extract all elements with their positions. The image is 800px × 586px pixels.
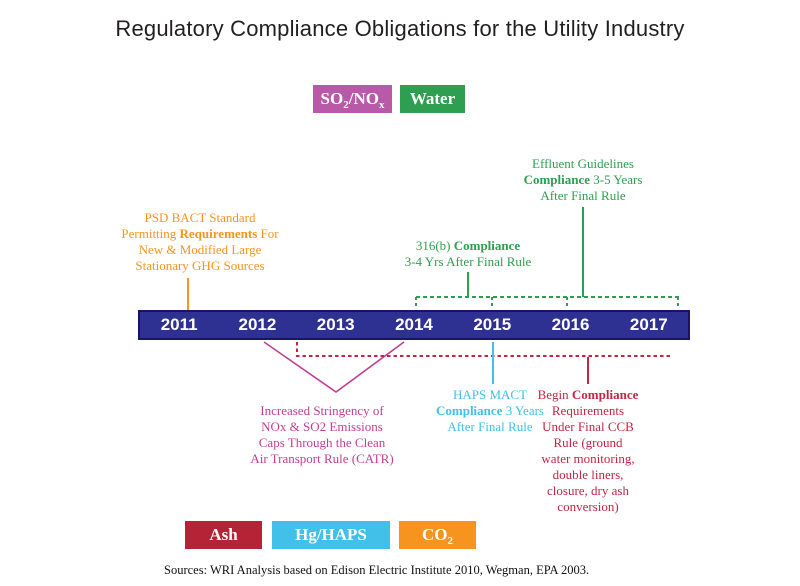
legend-chip-hg-haps-label: Hg/HAPS [295, 525, 367, 544]
ash-window-dashed-line [296, 342, 673, 357]
source-note: Sources: WRI Analysis based on Edison El… [164, 563, 590, 577]
catr-bracket-line [263, 341, 405, 393]
timeline-year-2016: 2016 [551, 315, 590, 334]
timeline-year-2014: 2014 [395, 315, 433, 334]
legend-chip-co2: CO2 [399, 521, 476, 549]
legend-chip-hg-haps: Hg/HAPS [272, 521, 390, 549]
page-title: Regulatory Compliance Obligations for th… [115, 16, 685, 41]
timeline-year-2013: 2013 [316, 315, 355, 334]
legend-chip-so2nox: SO2/NOx [313, 85, 392, 113]
timeline-year-2017: 2017 [629, 315, 668, 334]
timeline-year-2012: 2012 [238, 315, 277, 334]
legend-chip-ash-label: Ash [209, 525, 238, 544]
timeline-year-2011: 2011 [160, 315, 198, 334]
legend-chip-so2nox-label: SO2/NOx [320, 89, 385, 111]
legend-chip-co2-label: CO2 [422, 525, 453, 547]
timeline-bar: 2011 2012 2013 2014 2015 2016 2017 [138, 310, 690, 340]
legend-chip-water: Water [400, 85, 465, 113]
legend-chip-water-label: Water [409, 89, 456, 108]
timeline-year-2015: 2015 [473, 315, 512, 334]
legend-chip-ash: Ash [185, 521, 262, 549]
